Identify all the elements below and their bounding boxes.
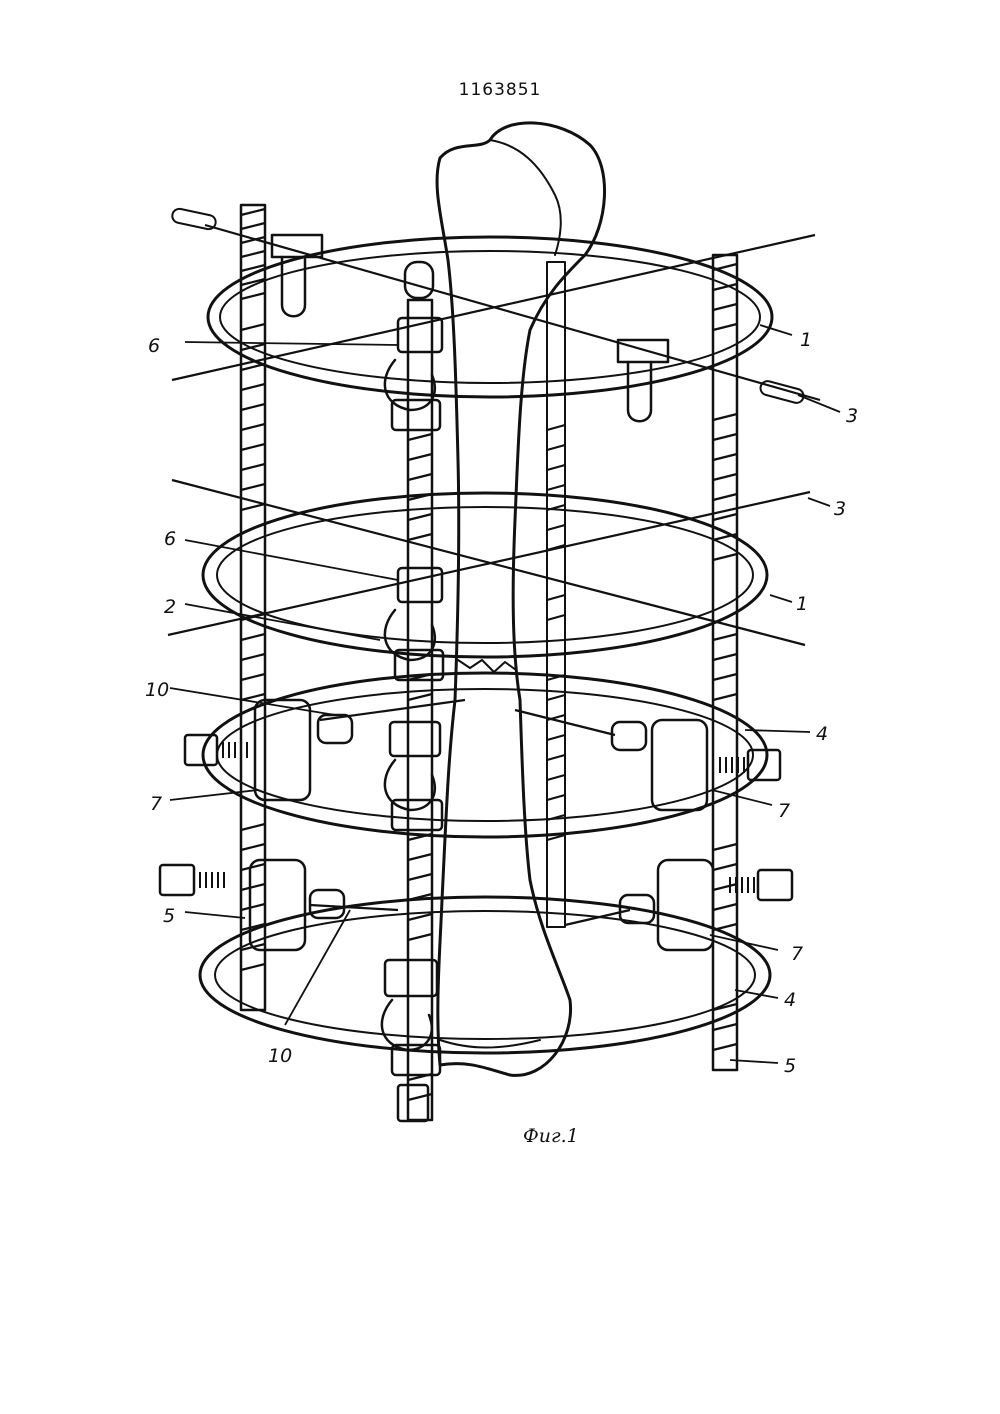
- distraction-units: [158, 698, 794, 952]
- patent-number: 1163851: [458, 80, 542, 100]
- label-10-left: 10: [145, 679, 169, 701]
- ring-middle: [201, 491, 769, 659]
- label-7-left: 7: [150, 793, 162, 815]
- screw-threads: [193, 742, 755, 893]
- label-1-middle: 1: [796, 593, 808, 615]
- label-4-upper: 4: [816, 723, 828, 745]
- clamp-top-right-u: [626, 360, 653, 423]
- wire-handle-right: [759, 380, 805, 404]
- pin-holder-right-lower: [618, 893, 656, 925]
- bone-outline: [435, 121, 606, 1077]
- wire-bottom-left: [309, 903, 399, 912]
- ring-bottom: [198, 895, 772, 1055]
- clamp-top-left: [270, 233, 324, 259]
- unit-7-right-upper: [650, 718, 709, 812]
- clamp-top-right: [616, 338, 670, 364]
- hook-middle: [383, 608, 436, 662]
- label-7-right-lower: 7: [791, 943, 803, 965]
- nut-1: [396, 316, 444, 354]
- nut-6: [390, 798, 444, 832]
- bone-head-contour: [489, 139, 562, 256]
- ring-hooks: [380, 358, 436, 1052]
- label-10-bottom: 10: [268, 1045, 292, 1067]
- screw-right-upper: [746, 748, 782, 782]
- nut-4: [393, 648, 445, 682]
- nut-7: [383, 958, 439, 998]
- pin-holder-left-lower: [308, 888, 346, 920]
- rod-back-right: [711, 253, 739, 1072]
- reference-labels: 1 3 6 3 6 2 1 10 4 7 7 5 7 4 10 5: [145, 329, 858, 1077]
- bone-fracture-line: [457, 659, 517, 673]
- wire-clamps: [270, 233, 670, 423]
- label-5-left: 5: [163, 905, 175, 927]
- nut-8: [390, 1043, 442, 1077]
- label-7-right-upper: 7: [778, 800, 790, 822]
- screw-left-upper: [183, 733, 219, 767]
- label-3-upper: 3: [846, 405, 858, 427]
- clamp-top-left-u: [280, 255, 307, 318]
- threaded-rods: [239, 203, 739, 1122]
- screw-left-lower: [158, 863, 196, 897]
- wire-lower-b: [514, 708, 616, 737]
- unit-7-left: [253, 698, 312, 802]
- nut-2: [390, 398, 442, 432]
- ring-lower: [201, 671, 769, 839]
- wire-tensioner-cap: [403, 260, 435, 300]
- unit-7-right-lower: [656, 858, 715, 952]
- hook-lower: [383, 758, 436, 812]
- label-4-lower: 4: [784, 989, 796, 1011]
- wire-upper-a: [204, 223, 821, 402]
- rod-back-left: [239, 203, 267, 1012]
- leader-lines: [169, 324, 841, 1064]
- figure-caption: Фиг.1: [523, 1125, 579, 1147]
- label-5-right: 5: [784, 1055, 796, 1077]
- rings: [198, 235, 774, 1055]
- hook-bottom: [380, 998, 433, 1052]
- pin-holder-right: [610, 720, 648, 752]
- wire-middle-b: [167, 490, 811, 637]
- label-6-middle: 6: [164, 528, 176, 550]
- wire-lower-a: [319, 698, 466, 722]
- wire-upper-b: [171, 233, 816, 382]
- hook-upper: [383, 358, 436, 412]
- ring-upper: [206, 235, 774, 399]
- rod-back-center: [546, 261, 566, 928]
- rod-nuts: [383, 316, 445, 1123]
- bone-lower-condyle: [439, 1039, 541, 1049]
- nut-5: [388, 720, 442, 758]
- rod-thread-hatching: [240, 207, 738, 1102]
- label-3-middle: 3: [834, 498, 846, 520]
- screw-right-lower: [756, 868, 794, 902]
- wire-handle-top-left: [171, 207, 217, 231]
- label-2: 2: [164, 596, 176, 618]
- kirschner-wires: [167, 223, 821, 927]
- label-1-upper: 1: [800, 329, 812, 351]
- unit-7-left-lower: [248, 858, 307, 952]
- femur-bone: [435, 121, 606, 1077]
- rod-end-cap: [396, 1083, 430, 1123]
- label-6-upper: 6: [148, 335, 160, 357]
- nut-3: [396, 566, 444, 604]
